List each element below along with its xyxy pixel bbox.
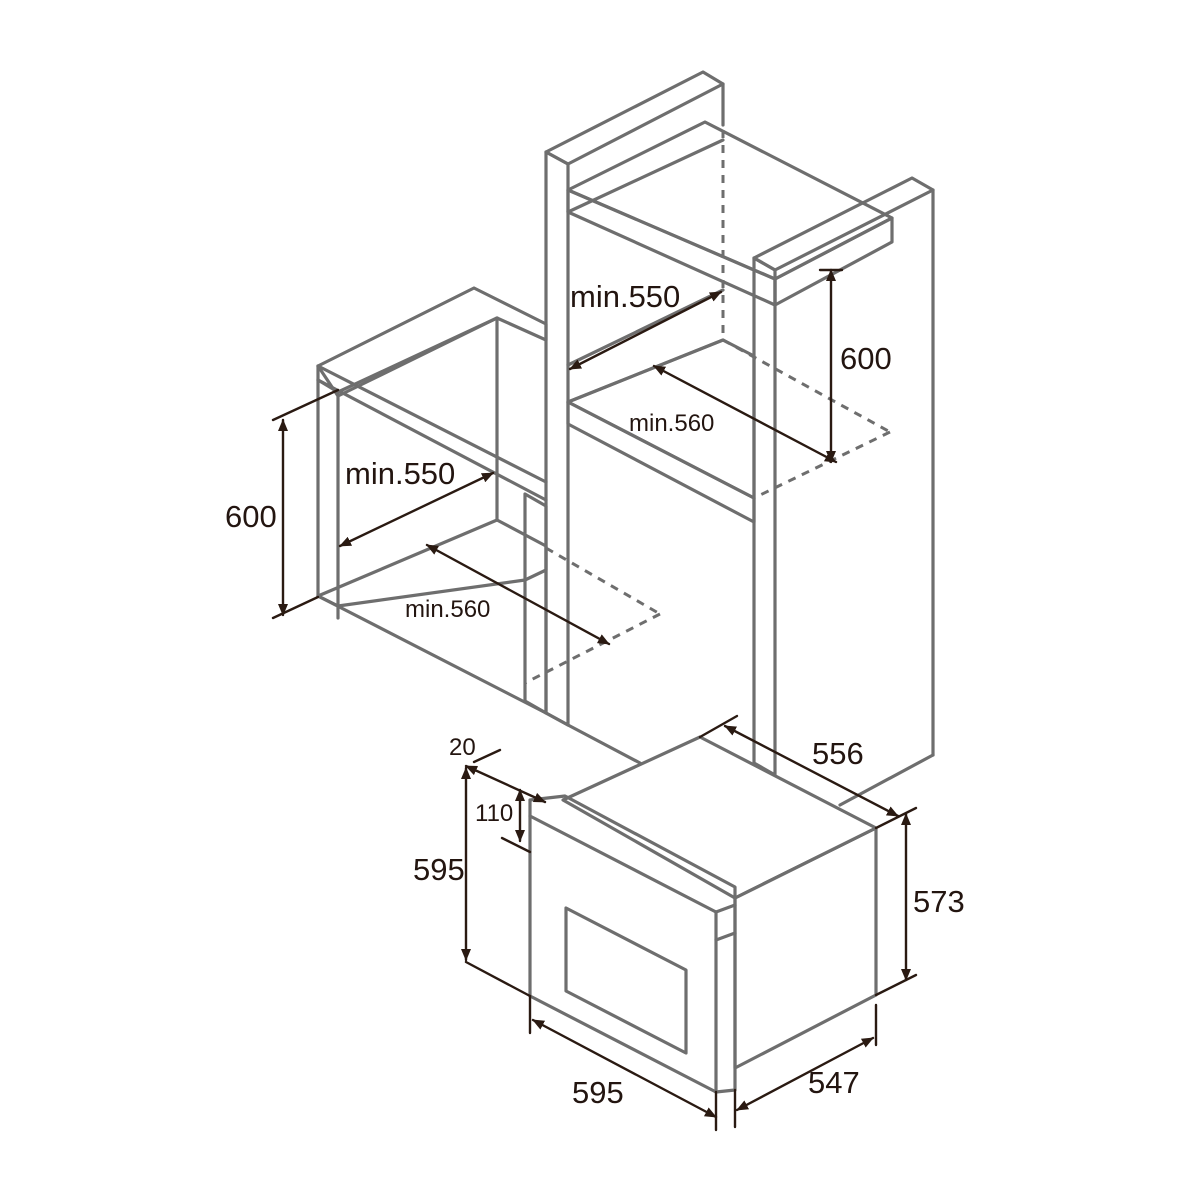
dim-under-depth bbox=[338, 471, 495, 548]
label-oven-20: 20 bbox=[449, 734, 476, 761]
dim-oven-547 bbox=[735, 1036, 875, 1112]
label-tall-depth: min.550 bbox=[570, 279, 680, 314]
dimension-lines bbox=[271, 268, 918, 1132]
label-oven-595-height: 595 bbox=[413, 852, 465, 887]
dim-oven-556 bbox=[723, 724, 900, 818]
dimension-labels: min.550 600 min.560 min.550 600 min.560 … bbox=[225, 279, 965, 1110]
label-under-depth: min.550 bbox=[345, 456, 455, 491]
under-cabinet bbox=[316, 286, 661, 765]
label-tall-height: 600 bbox=[840, 341, 892, 376]
label-under-height: 600 bbox=[225, 499, 277, 534]
label-oven-110: 110 bbox=[475, 800, 513, 827]
label-oven-573: 573 bbox=[913, 884, 965, 919]
label-oven-595-width: 595 bbox=[572, 1075, 624, 1110]
tall-cabinet bbox=[544, 70, 935, 807]
label-under-width: min.560 bbox=[405, 596, 490, 623]
dim-tall-depth bbox=[568, 290, 723, 371]
label-oven-556: 556 bbox=[812, 736, 864, 771]
label-tall-width: min.560 bbox=[629, 410, 714, 437]
dim-under-width bbox=[425, 543, 611, 646]
dim-oven-20 bbox=[464, 764, 547, 804]
dim-oven-595-width bbox=[531, 1018, 718, 1119]
label-oven-547: 547 bbox=[808, 1065, 860, 1100]
oven-appliance bbox=[528, 735, 878, 1094]
dim-tall-width bbox=[652, 364, 838, 464]
